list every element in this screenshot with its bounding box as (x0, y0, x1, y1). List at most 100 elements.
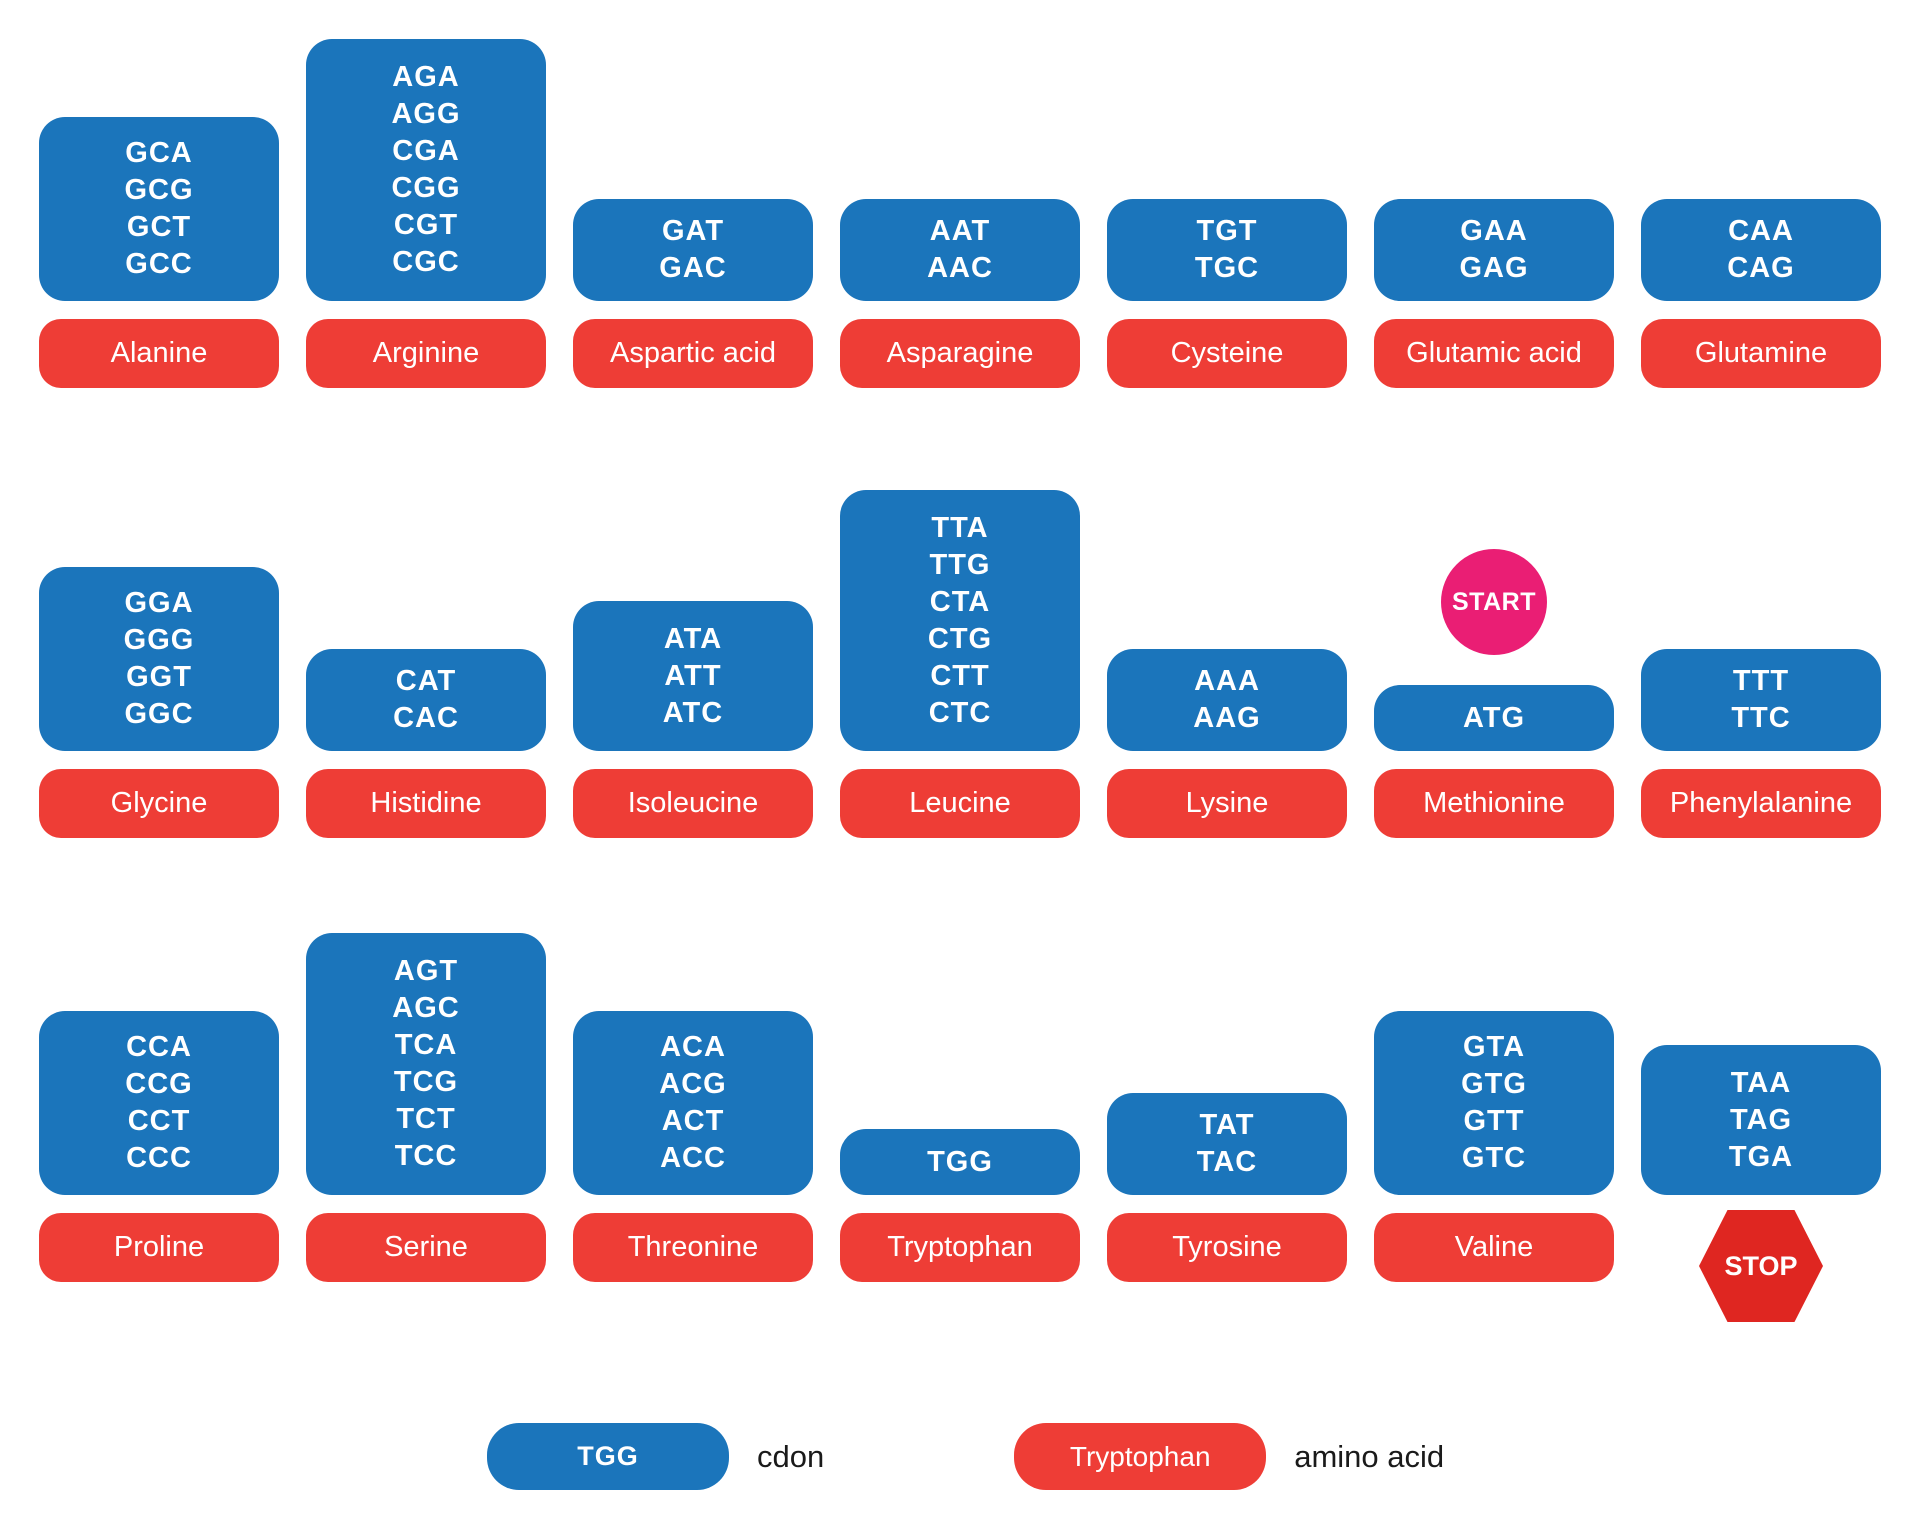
codon-tgt: TGT (1196, 215, 1258, 247)
start-marker: START (1441, 549, 1547, 655)
amino-acid-label-cysteine: Cysteine (1107, 319, 1347, 388)
codon-act: ACT (661, 1105, 725, 1137)
codon-aga: AGA (392, 61, 460, 93)
codon-acg: ACG (659, 1068, 727, 1100)
legend-codon-label: cdon (757, 1438, 825, 1474)
codon-acc: ACC (660, 1142, 726, 1174)
codon-box-isoleucine: ATA ATT ATC (573, 601, 813, 751)
codon-ccg: CCG (125, 1068, 193, 1100)
codon-tcc: TCC (394, 1140, 458, 1172)
column-leucine: TTA TTG CTA CTG CTT CTC Leucine (840, 490, 1080, 838)
codon-tta: TTA (931, 511, 989, 544)
codon-agt: AGT (393, 955, 459, 987)
codon-ctg: CTG (927, 622, 993, 655)
column-alanine: GCA GCG GCT GCC Alanine (39, 38, 279, 388)
codon-ttg: TTG (929, 548, 991, 581)
amino-acid-label-serine: Serine (306, 1213, 546, 1282)
amino-acid-label-methionine: Methionine (1374, 769, 1614, 838)
codon-gtt: GTT (1463, 1105, 1525, 1137)
codon-gcg: GCG (124, 174, 194, 206)
codon-caa: CAA (1728, 215, 1794, 247)
codon-aac: AAC (927, 252, 993, 284)
codon-atc: ATC (662, 696, 724, 729)
codon-att: ATT (664, 659, 722, 692)
codon-atg: ATG (1462, 701, 1526, 734)
codon-gca: GCA (125, 137, 193, 169)
codon-box-leucine: TTA TTG CTA CTG CTT CTC (840, 490, 1080, 752)
codon-cta: CTA (929, 585, 991, 618)
codon-cct: CCT (127, 1105, 191, 1137)
legend: TGG cdon Tryptophan amino acid (487, 1423, 1444, 1490)
codon-ttt: TTT (1732, 665, 1790, 697)
amino-acid-label-glutamine: Glutamine (1641, 319, 1881, 388)
amino-acid-label-valine: Valine (1374, 1213, 1614, 1282)
codon-box-phenylalanine: TTT TTC (1641, 649, 1881, 751)
amino-acid-label-glutamic-acid: Glutamic acid (1374, 319, 1614, 388)
codon-ata: ATA (663, 622, 723, 655)
amino-acid-label-alanine: Alanine (39, 319, 279, 388)
codon-tat: TAT (1199, 1109, 1255, 1141)
codon-box-asparagine: AAT AAC (840, 199, 1080, 301)
codon-aat: AAT (929, 215, 991, 247)
codon-box-stop-codons: TAA TAG TGA (1641, 1045, 1881, 1195)
codon-gct: GCT (126, 211, 192, 243)
amino-acid-label-isoleucine: Isoleucine (573, 769, 813, 838)
codon-cga: CGA (392, 135, 460, 167)
codon-ttc: TTC (1731, 702, 1791, 734)
codon-tag: TAG (1729, 1103, 1793, 1136)
codon-tga: TGA (1728, 1140, 1794, 1173)
legend-item-amino-acid: Tryptophan amino acid (1014, 1423, 1444, 1490)
amino-acid-label-aspartic-acid: Aspartic acid (573, 319, 813, 388)
codon-gta: GTA (1462, 1031, 1526, 1063)
codon-cac: CAC (393, 702, 459, 734)
codon-gtc: GTC (1461, 1142, 1527, 1174)
codon-agc: AGC (392, 992, 460, 1024)
codon-ggc: GGC (124, 698, 194, 730)
codon-cgt: CGT (393, 209, 459, 241)
legend-amino-acid-pill: Tryptophan (1014, 1423, 1267, 1490)
legend-amino-acid-label: amino acid (1294, 1438, 1445, 1474)
codon-gag: GAG (1459, 252, 1529, 284)
codon-taa: TAA (1730, 1066, 1792, 1099)
column-cysteine: TGT TGC Cysteine (1107, 38, 1347, 388)
amino-acid-label-arginine: Arginine (306, 319, 546, 388)
codon-aaa: AAA (1194, 665, 1260, 697)
codon-tca: TCA (394, 1029, 458, 1061)
codon-gcc: GCC (125, 248, 193, 280)
codon-tac: TAC (1196, 1146, 1258, 1178)
column-isoleucine: ATA ATT ATC Isoleucine (573, 490, 813, 838)
codon-ctt: CTT (930, 659, 990, 692)
codon-gac: GAC (659, 252, 727, 284)
codon-box-alanine: GCA GCG GCT GCC (39, 117, 279, 301)
amino-acid-label-leucine: Leucine (840, 769, 1080, 838)
codon-tgc: TGC (1194, 252, 1260, 284)
codon-box-glutamine: CAA CAG (1641, 199, 1881, 301)
amino-acid-label-tyrosine: Tyrosine (1107, 1213, 1347, 1282)
codon-cag: CAG (1727, 252, 1795, 284)
codon-ctc: CTC (928, 696, 992, 729)
legend-item-codon: TGG cdon (487, 1423, 824, 1490)
amino-acid-label-lysine: Lysine (1107, 769, 1347, 838)
legend-codon-pill: TGG (487, 1423, 729, 1490)
